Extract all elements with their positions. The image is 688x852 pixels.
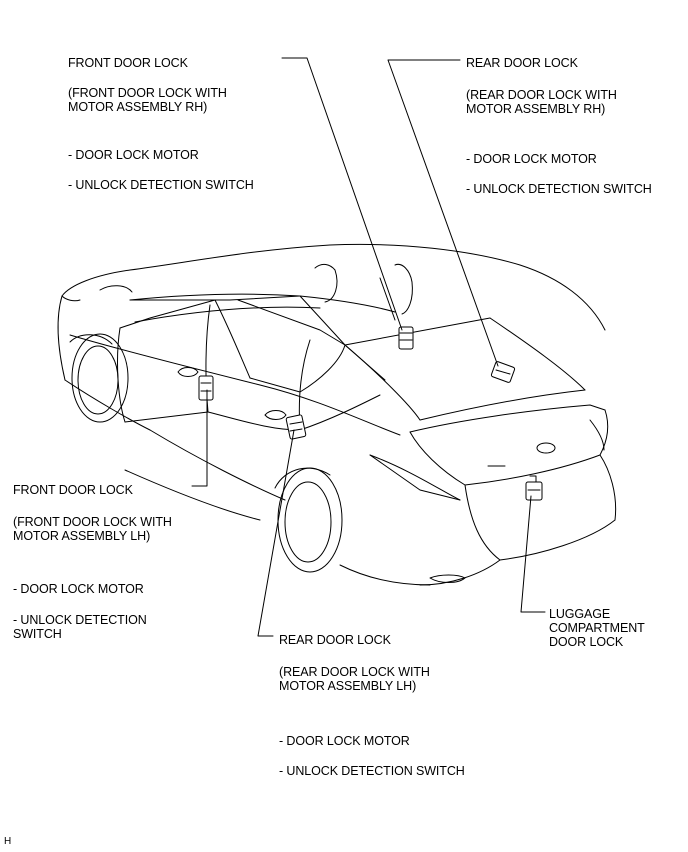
front-door-lock-lh-title: FRONT DOOR LOCK	[13, 483, 133, 497]
leader-luggage	[520, 495, 546, 613]
leader-front-lh	[191, 389, 208, 487]
car-body	[57, 243, 617, 586]
rear-door-lock-lh-component	[285, 414, 307, 440]
luggage-compartment-door-lock-title: LUGGAGE COMPARTMENT DOOR LOCK	[549, 607, 645, 649]
rear-door-lock-lh-assembly: (REAR DOOR LOCK WITH MOTOR ASSEMBLY LH)	[279, 665, 430, 693]
rear-door-lock-lh-title: REAR DOOR LOCK	[279, 633, 391, 647]
rear-door-lock-rh-component	[490, 361, 516, 383]
rear-door-lock-rh-item-motor: - DOOR LOCK MOTOR	[466, 152, 597, 166]
figure-corner-mark: H	[4, 836, 12, 847]
rear-door-lock-lh-item-motor: - DOOR LOCK MOTOR	[279, 734, 410, 748]
front-door-lock-lh-component	[198, 375, 214, 401]
leader-lines	[191, 57, 546, 637]
front-door-lock-rh-component	[398, 326, 414, 350]
rear-door-lock-rh-assembly: (REAR DOOR LOCK WITH MOTOR ASSEMBLY RH)	[466, 88, 617, 116]
rear-door-lock-rh-item-switch: - UNLOCK DETECTION SWITCH	[466, 182, 652, 196]
leader-rear-lh	[257, 429, 295, 637]
front-wheel	[69, 333, 129, 423]
luggage-door-lock-component	[525, 475, 543, 501]
front-door-lock-rh-item-motor: - DOOR LOCK MOTOR	[68, 148, 199, 162]
front-door-lock-lh-item-switch: - UNLOCK DETECTION SWITCH	[13, 613, 147, 641]
front-door-lock-lh-item-motor: - DOOR LOCK MOTOR	[13, 582, 144, 596]
front-door-lock-rh-title: FRONT DOOR LOCK	[68, 56, 188, 70]
front-door-lock-lh-assembly: (FRONT DOOR LOCK WITH MOTOR ASSEMBLY LH)	[13, 515, 172, 543]
leader-front-rh	[281, 57, 403, 331]
rear-door-lock-lh-item-switch: - UNLOCK DETECTION SWITCH	[279, 764, 465, 778]
rear-door-lock-rh-title: REAR DOOR LOCK	[466, 56, 578, 70]
front-door-lock-rh-assembly: (FRONT DOOR LOCK WITH MOTOR ASSEMBLY RH)	[68, 86, 227, 114]
leader-rear-rh	[387, 59, 499, 367]
front-door-lock-rh-item-switch: - UNLOCK DETECTION SWITCH	[68, 178, 254, 192]
